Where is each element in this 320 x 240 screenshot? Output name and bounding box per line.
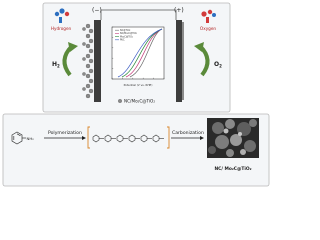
inset-curves	[117, 28, 163, 78]
bottom-panel-frame	[2, 113, 270, 187]
catalyst-particles	[82, 23, 94, 99]
schematic: Hydrogen Oxygen (−) (+) H2 O2 NC@T	[2, 2, 270, 187]
inset-legend-entry: Pt/C	[120, 39, 125, 42]
inset-curve-1	[125, 28, 163, 78]
catalyst-legend-dot	[118, 99, 122, 103]
o2-label: O2	[214, 61, 222, 69]
h2-label: H2	[52, 61, 60, 69]
inset-x-label: Potential (V vs. RHE)	[124, 83, 153, 87]
amine-group: NH₂	[27, 136, 35, 141]
anode-sign: (+)	[174, 7, 184, 14]
h2-arrow-head	[68, 42, 78, 52]
figure-canvas: Hydrogen Oxygen (−) (+) H2 O2 NC@T	[2, 2, 270, 187]
anode-electrode	[176, 20, 182, 102]
carbonization-label: Carbonization	[172, 130, 204, 136]
inset-curve-2	[121, 28, 163, 78]
cathode-electrode	[94, 20, 101, 102]
o2-arrow-head	[194, 42, 204, 52]
cathode-sign: (−)	[92, 7, 102, 14]
inset-legend-entry: Mo₂C@TiO₂	[120, 35, 133, 38]
polyaniline-chain	[92, 134, 164, 143]
anode-coating	[182, 22, 184, 100]
hydrogen-bubble-icon	[54, 8, 70, 23]
inset-curve-3	[117, 28, 163, 78]
polymerization-label: Polymerization	[48, 130, 82, 136]
oxygen-bubble-icon	[201, 9, 216, 23]
aniline-molecule	[11, 131, 26, 145]
inset-legend-entry: NC/Mo₂C@TiO₂	[120, 32, 137, 35]
hydrogen-label: Hydrogen	[51, 26, 72, 31]
catalyst-caption: NC/Mo₂C@TiO₂	[124, 99, 155, 104]
oxygen-label: Oxygen	[200, 26, 216, 31]
inset-ticks	[111, 26, 165, 80]
product-caption: NC/ Mo₂C@TiO₂	[214, 166, 251, 172]
bracket-left	[87, 126, 90, 149]
polymerization-arrow-head	[82, 136, 86, 140]
bracket-right	[167, 126, 170, 149]
circuit-wire	[100, 9, 177, 20]
inset-legend-entry: NC@TiO₂	[120, 29, 130, 32]
sem-micrograph	[207, 118, 259, 158]
inset-curve-0	[129, 28, 163, 78]
carbonization-arrow-head	[200, 136, 204, 140]
